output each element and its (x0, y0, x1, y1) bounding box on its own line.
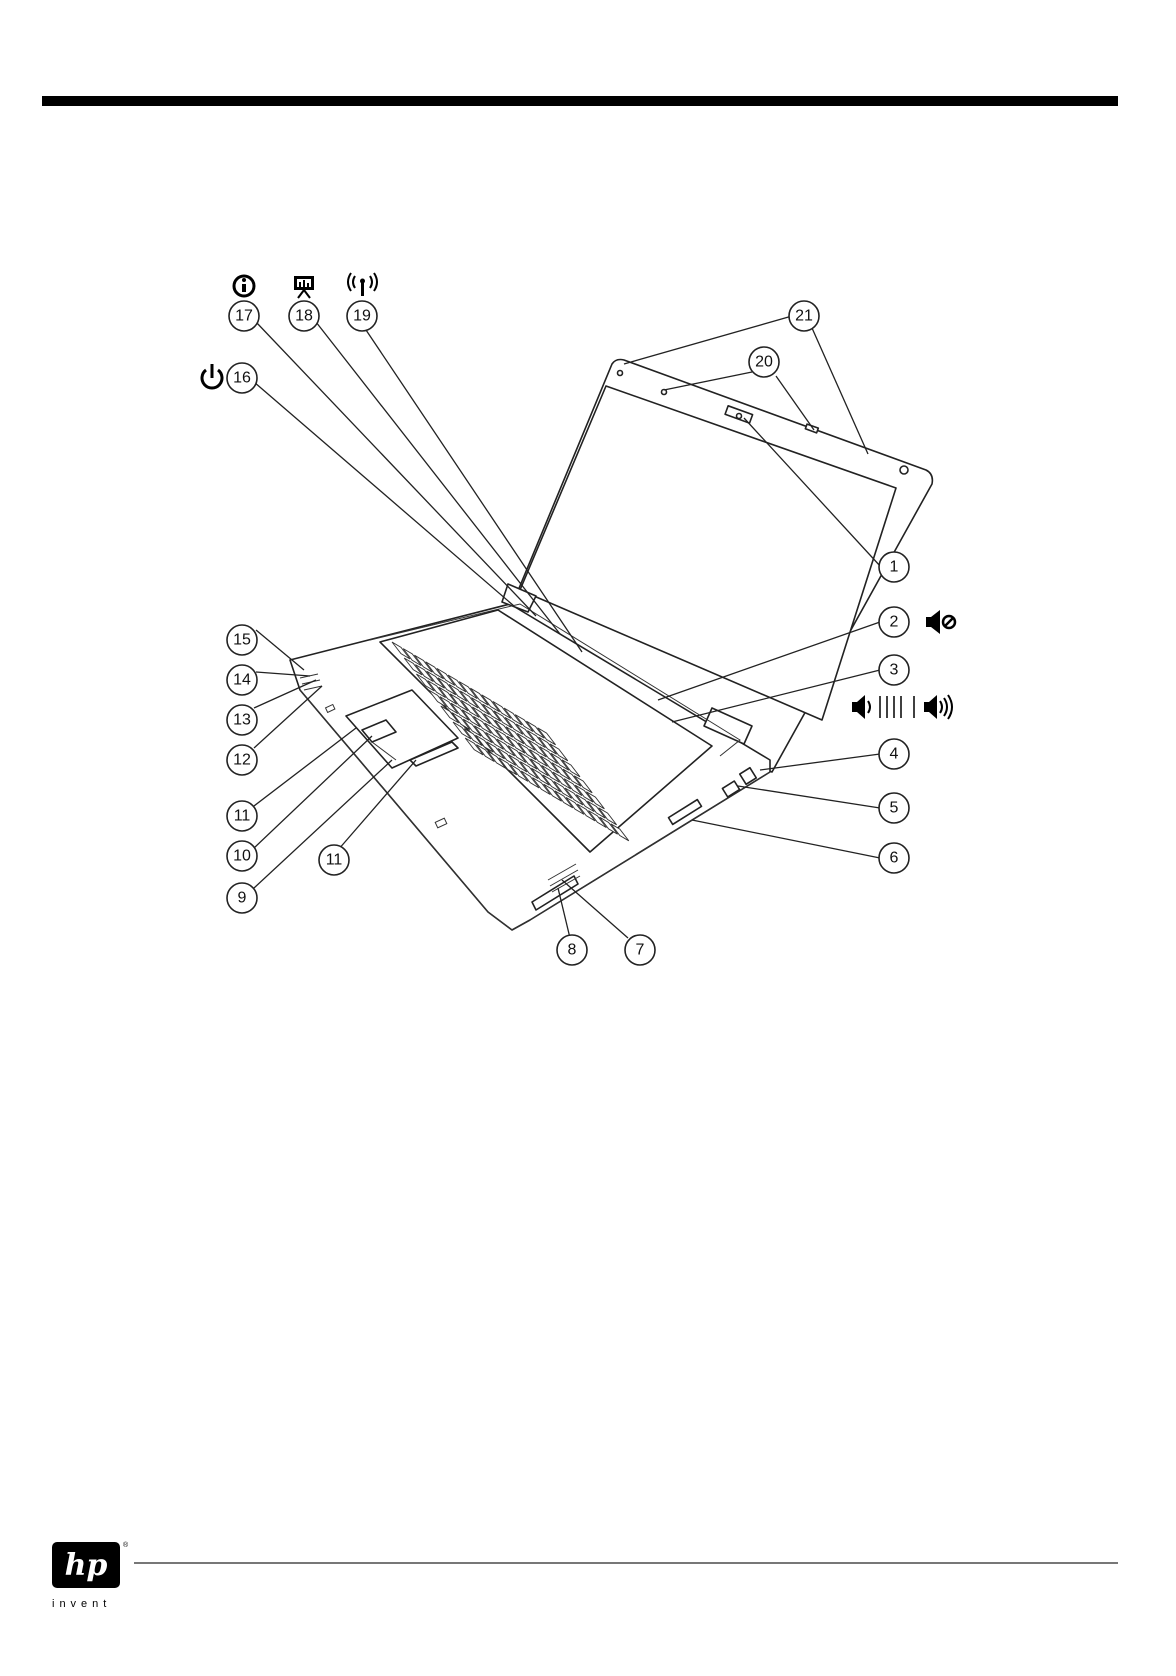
laptop-illustration (290, 360, 932, 931)
callout-8: 8 (557, 935, 587, 965)
svg-text:16: 16 (233, 370, 251, 387)
callout-5: 5 (879, 793, 909, 823)
info-icon (234, 276, 254, 296)
svg-text:2: 2 (890, 614, 899, 631)
callout-18: 18 (289, 301, 319, 331)
svg-text:11: 11 (234, 808, 251, 825)
presentation-icon (294, 276, 314, 298)
svg-text:19: 19 (353, 308, 371, 325)
callout-17: 17 (229, 301, 259, 331)
speaker-mute-icon (926, 610, 955, 634)
hp-logo: hp (52, 1542, 120, 1588)
volume-scroll-icon (852, 695, 952, 719)
registered-mark: ® (123, 1542, 128, 1549)
callout-7: 7 (625, 935, 655, 965)
svg-text:1: 1 (890, 559, 899, 576)
svg-text:9: 9 (238, 890, 247, 907)
svg-text:5: 5 (890, 800, 899, 817)
power-icon (202, 364, 222, 388)
lid-latch-right (900, 466, 908, 474)
svg-text:8: 8 (568, 942, 577, 959)
lid-latch-left (618, 371, 623, 376)
wireless-icon (348, 273, 377, 296)
svg-text:18: 18 (295, 308, 313, 325)
callout-6: 6 (879, 843, 909, 873)
callout-9: 9 (227, 883, 257, 913)
footer-rule (134, 1562, 1118, 1564)
svg-text:12: 12 (233, 752, 251, 769)
callout-11-left: 11 (227, 801, 257, 831)
callout-3: 3 (879, 655, 909, 685)
svg-text:17: 17 (235, 308, 253, 325)
callout-10: 10 (227, 841, 257, 871)
callout-4: 4 (879, 739, 909, 769)
svg-text:10: 10 (233, 848, 251, 865)
svg-text:13: 13 (233, 712, 251, 729)
callout-15: 15 (227, 625, 257, 655)
svg-text:15: 15 (233, 632, 251, 649)
callout-12: 12 (227, 745, 257, 775)
callout-13: 13 (227, 705, 257, 735)
callout-16: 16 (227, 363, 257, 393)
svg-text:3: 3 (890, 662, 899, 679)
svg-text:20: 20 (755, 354, 773, 371)
svg-text:4: 4 (890, 746, 899, 763)
svg-text:7: 7 (636, 942, 645, 959)
callout-11-bottom: 11 (319, 845, 349, 875)
callout-19: 19 (347, 301, 377, 331)
svg-text:14: 14 (233, 672, 251, 689)
callout-20: 20 (749, 347, 779, 377)
logo-text: hp (65, 1548, 108, 1583)
callout-14: 14 (227, 665, 257, 695)
webcam-lens (737, 414, 742, 419)
svg-text:6: 6 (890, 850, 899, 867)
svg-text:21: 21 (795, 308, 813, 325)
callout-21: 21 (789, 301, 819, 331)
callout-1: 1 (879, 552, 909, 582)
logo-tagline: invent (52, 1598, 111, 1610)
callout-2: 2 (879, 607, 909, 637)
svg-text:11: 11 (326, 852, 343, 869)
